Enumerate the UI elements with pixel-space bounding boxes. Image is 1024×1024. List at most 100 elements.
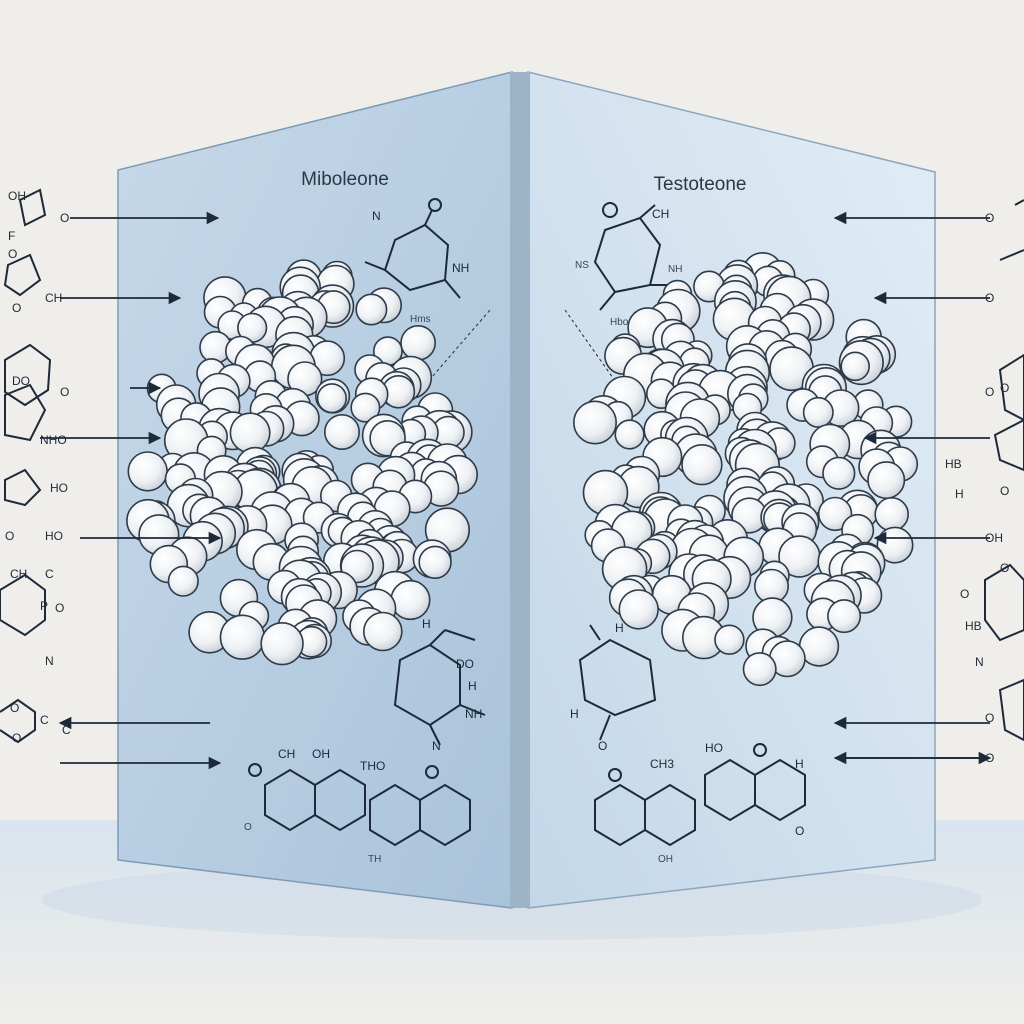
atom-sphere (350, 392, 381, 423)
left-bottom-label-n: N (432, 739, 441, 753)
right-panel-title: Testoteone (654, 174, 747, 195)
right-ring-a-ch3: CH3 (650, 757, 674, 771)
atom-sphere (867, 461, 906, 500)
atom-sphere (827, 599, 862, 634)
atom-sphere (219, 614, 266, 660)
right-margin-structures (984, 199, 1024, 742)
right-margin-label: O (985, 291, 994, 305)
left-dashed-connector (424, 309, 491, 386)
left-margin-label: O (10, 701, 19, 715)
right-bottom-label-h: H (615, 621, 624, 635)
atom-sphere (840, 351, 871, 382)
left-structure-top (364, 198, 461, 299)
left-margin-structures (0, 188, 52, 744)
atom-sphere (742, 652, 777, 687)
atom-sphere (681, 444, 723, 486)
right-margin-label: O (985, 385, 994, 399)
left-bottom-label-h2: H (468, 679, 477, 693)
atom-sphere (323, 413, 360, 450)
left-margin-label: NHO (40, 433, 67, 447)
left-margin-label: CH (10, 567, 27, 581)
right-margin-label: HB (945, 457, 962, 471)
right-top-label-nh: NH (668, 264, 682, 275)
left-top-label-hms: Hms (410, 314, 431, 325)
atom-sphere (229, 412, 271, 454)
left-ring-a-oh: OH (312, 747, 330, 761)
right-margin-label: O (985, 211, 994, 225)
right-molecule-cluster (572, 251, 919, 687)
right-margin-label: OH (985, 531, 1003, 545)
left-panel-title: Miboleone (301, 169, 389, 190)
left-top-label-n: N (372, 209, 381, 223)
atom-sphere (127, 451, 168, 492)
left-margin-label: O (5, 529, 14, 543)
right-top-label-ns: NS (575, 260, 589, 271)
atom-sphere (572, 400, 617, 445)
right-ring-b-ho: HO (705, 741, 723, 755)
right-ring-system-a (594, 768, 696, 847)
left-structure-bottom (393, 629, 486, 746)
left-ring-b-tho: THO (360, 759, 385, 773)
right-margin-label: O (960, 587, 969, 601)
atom-sphere (260, 621, 304, 666)
left-bottom-label-h: H (422, 617, 431, 631)
left-ring-footer: TH (368, 854, 381, 865)
atom-sphere (167, 565, 199, 597)
atom-sphere (316, 383, 348, 414)
left-margin-label: O (12, 301, 21, 315)
left-margin-label: C (45, 567, 54, 581)
atom-sphere (400, 324, 437, 361)
right-top-label-ch: CH (652, 207, 669, 221)
left-margin-label: O (8, 247, 17, 261)
right-ring-b-o: O (795, 824, 804, 838)
atom-sphere (822, 456, 856, 490)
left-bottom-label-do: DO (456, 657, 474, 671)
left-margin-label: HO (50, 481, 68, 495)
left-ring-system-b (369, 765, 471, 847)
left-molecule-cluster (126, 259, 479, 666)
right-margin-label: O (1000, 381, 1009, 395)
right-margin-label: O (985, 751, 994, 765)
arrow-group (40, 211, 992, 770)
atom-sphere (618, 589, 659, 630)
right-structure-top (593, 202, 675, 311)
left-margin-label: O (60, 385, 69, 399)
atom-sphere (418, 545, 452, 579)
atom-sphere (390, 579, 431, 621)
left-margin-label: C (40, 713, 49, 727)
right-margin-label: O (985, 711, 994, 725)
atom-sphere (614, 419, 645, 450)
left-top-label-nh: NH (452, 261, 469, 275)
left-margin-label: DO (12, 374, 30, 388)
left-margin-label: O (60, 211, 69, 225)
atom-sphere (802, 396, 834, 428)
right-ring-footer: OH (658, 854, 673, 865)
panel-spine (510, 72, 530, 908)
right-margin-label: HB (965, 619, 982, 633)
atom-sphere (874, 496, 910, 532)
left-margin-label: OH (8, 189, 26, 203)
left-bottom-label-nh: NH (465, 707, 482, 721)
right-ring-b-h: H (795, 757, 804, 771)
atom-sphere (355, 293, 388, 326)
left-margin-label: C (62, 723, 71, 737)
left-margin-label: CH (45, 291, 62, 305)
left-margin-label: N (45, 654, 54, 668)
left-ring-a-ch: CH (278, 747, 295, 761)
right-top-label-hbong: Hbong (610, 317, 639, 328)
atom-sphere (362, 611, 403, 652)
left-margin-label: O (55, 601, 64, 615)
right-margin-label: H (955, 487, 964, 501)
atom-sphere (817, 496, 853, 532)
right-margin-label: O (1000, 484, 1009, 498)
atom-sphere (714, 624, 745, 655)
left-margin-label: O (12, 731, 21, 745)
right-bottom-label-h2: H (570, 707, 579, 721)
right-ring-system-b (704, 743, 806, 822)
left-margin-label: HO (45, 529, 63, 543)
right-margin-label: O (1000, 561, 1009, 575)
left-ring-a-o: O (244, 822, 252, 833)
